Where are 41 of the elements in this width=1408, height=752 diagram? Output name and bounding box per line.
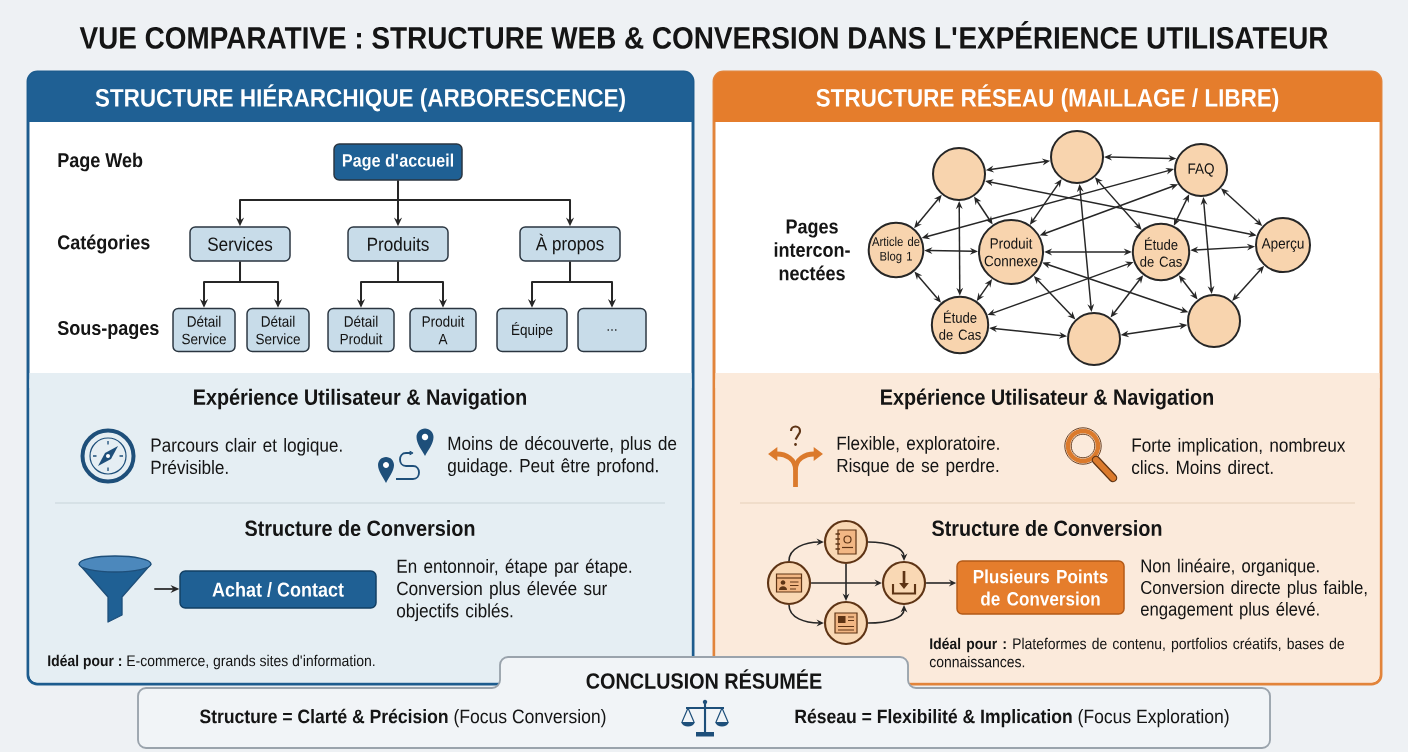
subpage-box: Détail Service	[246, 307, 310, 353]
section-heading: Expérience Utilisateur & Navigation	[194, 388, 526, 410]
subpage-box: Équipe	[496, 307, 568, 353]
category-box: Services	[189, 226, 291, 262]
section-heading: Expérience Utilisateur & Navigation	[881, 388, 1213, 410]
page-circle	[932, 147, 986, 201]
funnel-icon	[78, 555, 152, 623]
row-label: Catégories	[58, 234, 150, 254]
page-circle	[1067, 312, 1121, 366]
body-text: Forte implication, nombreux clics. Moins direct.	[1132, 437, 1346, 475]
arrow	[867, 541, 908, 561]
subpage-box: ...	[577, 307, 647, 353]
note-text: Idéal pour : E-commerce, grands sites d'information.	[48, 654, 375, 670]
page-circle	[1187, 294, 1241, 348]
page-circle	[1050, 130, 1104, 184]
subpage-box: Produit A	[409, 307, 477, 353]
section-heading: Structure de Conversion	[932, 519, 1162, 537]
subpage-box: Détail Service	[172, 307, 236, 353]
note-text: Idéal pour : Plateformes de contenu, portfolios créatifs, bases de connaissances.	[929, 637, 1344, 668]
category-box: À propos	[519, 226, 621, 262]
category-box: Produits	[347, 226, 449, 262]
action-box: Achat / Contact	[179, 570, 377, 609]
side-label: Pages intercon- nectées	[774, 219, 850, 281]
conversion-box: Plusieurs Points de Conversion	[956, 560, 1125, 615]
page-box: Page d'accueil	[333, 143, 463, 181]
body-text: Parcours clair et logique. Prévisible.	[151, 437, 342, 475]
arrow	[788, 538, 824, 562]
body-text: En entonnoir, étape par étape. Conversion plus élevée sur objectifs ciblés.	[397, 558, 632, 622]
title: VUE COMPARATIVE : STRUCTURE WEB & CONVERSION DANS L'EXPÉRIENCE UTILISATEUR	[79, 21, 1328, 49]
subpage-box: Détail Produit	[327, 307, 395, 353]
panel-header: STRUCTURE RÉSEAU (MAILLAGE / LIBRE)	[714, 72, 1381, 122]
panel-header: STRUCTURE HIÉRARCHIQUE (ARBORESCENCE)	[28, 72, 693, 122]
icon-circle	[881, 560, 927, 606]
summary-text: Réseau = Flexibilité & Implication (Focus Exploration)	[795, 708, 1229, 728]
section-heading: Structure de Conversion	[245, 519, 475, 537]
body-text: Flexible, exploratoire. Risque de se perdre.	[837, 436, 999, 476]
body-text: Moins de découverte, plus de guidage. Peut être profond.	[448, 435, 677, 477]
body-text: Non linéaire, organique. Conversion directe plus faible, engagement plus élevé.	[1141, 558, 1367, 620]
summary-heading: CONCLUSION RÉSUMÉE	[586, 669, 822, 689]
row-label: Page Web	[58, 152, 143, 172]
summary-text: Structure = Clarté & Précision (Focus Conversion)	[200, 708, 606, 728]
